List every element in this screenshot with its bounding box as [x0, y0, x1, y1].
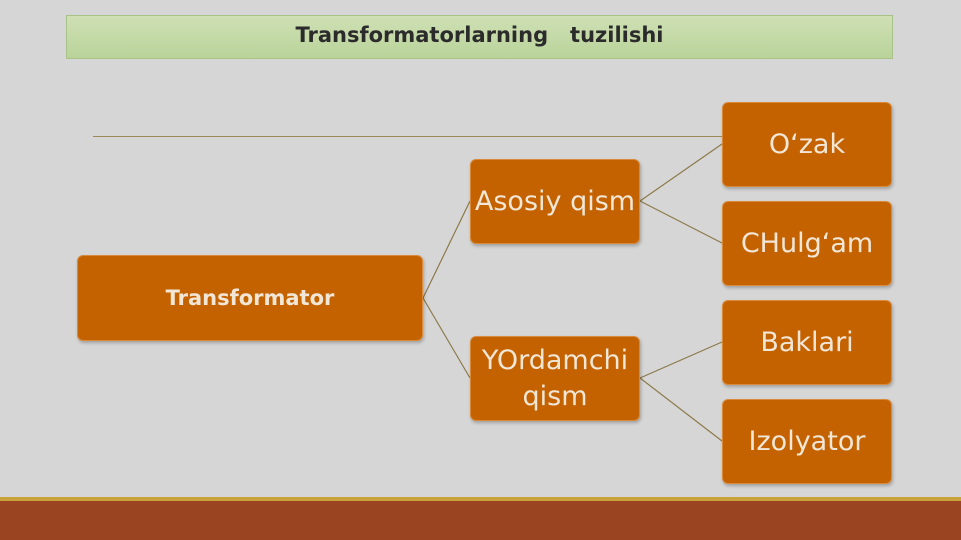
- divider-line: [93, 136, 723, 137]
- connector-yordamchi-izolyator: [639, 377, 723, 442]
- node-ozak: O‘zak: [722, 102, 892, 187]
- connector-asosiy-chulgam: [639, 200, 723, 244]
- node-izolyator-label: Izolyator: [748, 426, 866, 457]
- node-asosiy-qism: Asosiy qism: [470, 159, 640, 244]
- node-chulgam: CHulg‘am: [722, 201, 892, 286]
- node-asosiy-qism-label: Asosiy qism: [474, 185, 636, 217]
- footer-accent-line: [0, 497, 961, 501]
- connector-root-yordamchi: [422, 297, 471, 379]
- title-banner: Transformatorlarning tuzilishi: [66, 15, 893, 59]
- slide-title: Transformatorlarning tuzilishi: [295, 23, 664, 47]
- node-chulgam-label: CHulg‘am: [740, 228, 874, 259]
- connector-asosiy-ozak: [639, 143, 723, 202]
- connector-yordamchi-baklari: [639, 341, 723, 379]
- node-transformator-label: Transformator: [165, 286, 335, 310]
- node-transformator: Transformator: [77, 255, 423, 341]
- node-yordamchi-qism-label: YOrdamchi qism: [481, 344, 629, 412]
- node-ozak-label: O‘zak: [768, 129, 846, 160]
- node-baklari-label: Baklari: [760, 327, 854, 358]
- node-baklari: Baklari: [722, 300, 892, 385]
- connector-root-asosiy: [422, 200, 471, 299]
- node-yordamchi-qism: YOrdamchi qism: [470, 336, 640, 421]
- node-izolyator: Izolyator: [722, 399, 892, 484]
- footer-band: [0, 501, 961, 540]
